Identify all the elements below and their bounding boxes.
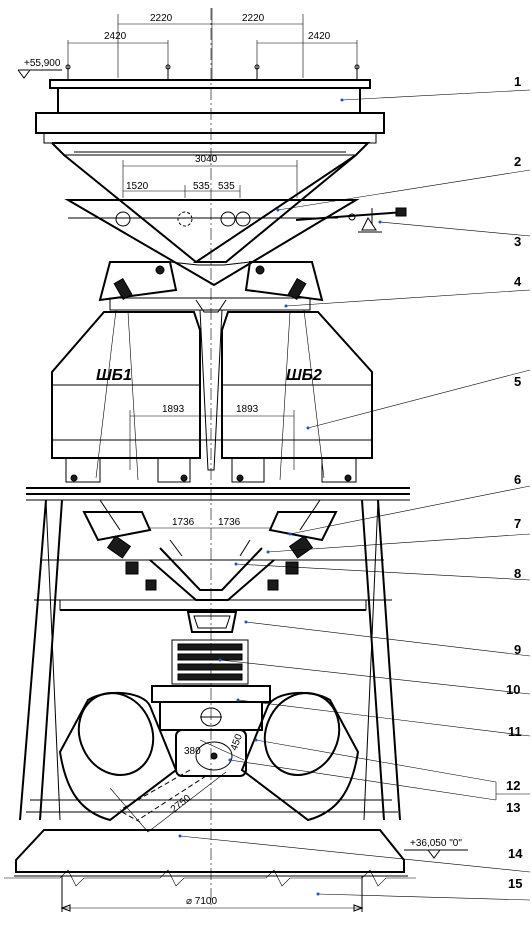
tilting-chute: 380 450 2750 bbox=[109, 729, 247, 833]
callout-7: 7 bbox=[514, 516, 521, 531]
dim-1736-a: 1736 bbox=[172, 517, 195, 528]
dim-3040: 3040 bbox=[195, 154, 218, 165]
callout-3: 3 bbox=[514, 234, 521, 249]
dim-1520: 1520 bbox=[126, 181, 149, 192]
bin-label-2: ШБ2 bbox=[286, 367, 322, 384]
dim-top-left-2220: 2220 bbox=[150, 13, 173, 24]
dim-535-b: 535 bbox=[218, 181, 235, 192]
callout-6: 6 bbox=[514, 472, 521, 487]
material-bins: ШБ1 ШБ2 1893 1893 bbox=[51, 299, 373, 483]
callouts: 1 2 3 4 5 6 7 8 9 10 11 12 bbox=[178, 74, 531, 901]
dim-1736-b: 1736 bbox=[218, 517, 241, 528]
elevation-top: +55,900 bbox=[24, 58, 61, 69]
top-dimensions: 2220 2220 2420 2420 +55,900 bbox=[17, 8, 360, 80]
distributor-chute: 3040 1520 535 535 bbox=[64, 154, 360, 287]
bin-label-1: ШБ1 bbox=[96, 367, 132, 384]
dim-380: 380 bbox=[184, 746, 201, 757]
callout-1: 1 bbox=[514, 74, 521, 89]
callout-12: 12 bbox=[506, 778, 520, 793]
callout-9: 9 bbox=[514, 642, 521, 657]
callout-15: 15 bbox=[508, 876, 522, 891]
bin-gate-valves bbox=[98, 261, 324, 311]
lower-gate-assembly: 1736 1736 bbox=[59, 499, 367, 633]
callout-11: 11 bbox=[508, 724, 522, 739]
callout-10: 10 bbox=[506, 682, 520, 697]
dim-top-right-2220: 2220 bbox=[242, 13, 265, 24]
callout-4: 4 bbox=[514, 274, 522, 289]
top-receiving-hopper bbox=[35, 79, 385, 263]
compensator-bellows bbox=[171, 639, 249, 685]
callout-5: 5 bbox=[514, 374, 521, 389]
dim-diameter-7100: ⌀ 7100 bbox=[186, 896, 217, 907]
dim-1893-b: 1893 bbox=[236, 404, 259, 415]
dim-top-left-2420: 2420 bbox=[104, 31, 127, 42]
base-foundation: +36,050 "0" ⌀ 7100 bbox=[4, 829, 468, 912]
side-drums bbox=[58, 691, 360, 822]
dim-450: 450 bbox=[229, 732, 245, 752]
dim-top-right-2420: 2420 bbox=[308, 31, 331, 42]
lever-counterweight bbox=[295, 207, 407, 233]
elevation-ground: +36,050 "0" bbox=[410, 838, 462, 849]
callout-2: 2 bbox=[514, 154, 521, 169]
callout-13: 13 bbox=[506, 800, 520, 815]
callout-8: 8 bbox=[514, 566, 521, 581]
callout-14: 14 bbox=[508, 846, 523, 861]
dim-1893-a: 1893 bbox=[162, 404, 185, 415]
dim-535-a: 535 bbox=[193, 181, 210, 192]
